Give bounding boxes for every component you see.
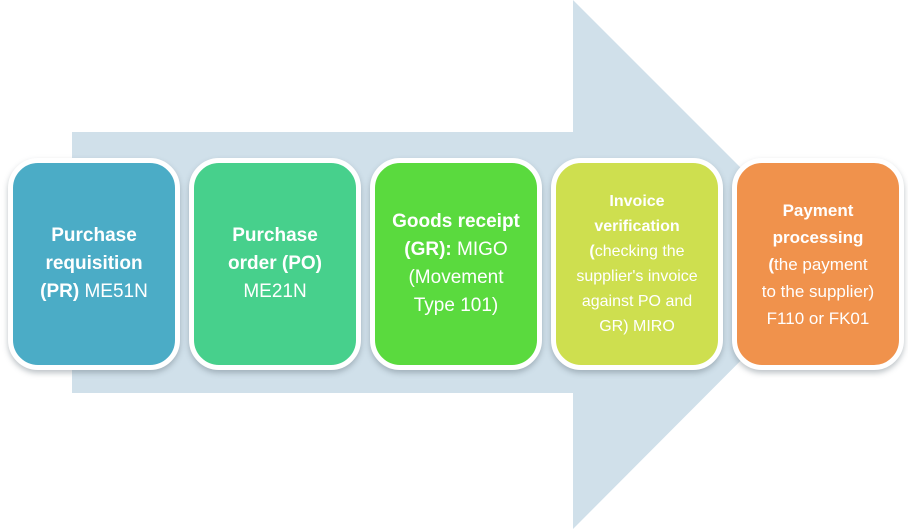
step-payment-processing: Payment processing (the payment to the s…	[732, 158, 904, 370]
step-transaction-code: ME21N	[243, 281, 307, 302]
step-label: Goods receipt (GR): MIGO (Movement Type …	[375, 208, 537, 320]
step-purchase-requisition: Purchase requisition (PR) ME51N	[8, 158, 180, 370]
step-label: Purchase requisition (PR) ME51N	[13, 222, 175, 306]
step-title: Payment processing (	[768, 200, 864, 274]
step-description: the payment to the supplier) F110 or FK0…	[761, 254, 875, 328]
step-label: Invoice verification (checking the suppl…	[556, 189, 718, 339]
step-title: Goods receipt (GR):	[392, 211, 520, 260]
step-title: Purchase requisition (PR)	[40, 225, 143, 302]
step-invoice-verification: Invoice verification (checking the suppl…	[551, 158, 723, 370]
step-title: Invoice verification (	[589, 193, 680, 260]
step-title: Purchase order (PO)	[228, 225, 322, 274]
step-goods-receipt: Goods receipt (GR): MIGO (Movement Type …	[370, 158, 542, 370]
step-description: checking the supplier's invoice against …	[576, 243, 698, 335]
step-transaction-code: MIGO (Movement Type 101)	[408, 239, 508, 316]
step-transaction-code: ME51N	[79, 281, 148, 302]
step-label: Payment processing (the payment to the s…	[737, 197, 899, 332]
step-label: Purchase order (PO) ME21N	[194, 222, 356, 306]
step-purchase-order: Purchase order (PO) ME21N	[189, 158, 361, 370]
